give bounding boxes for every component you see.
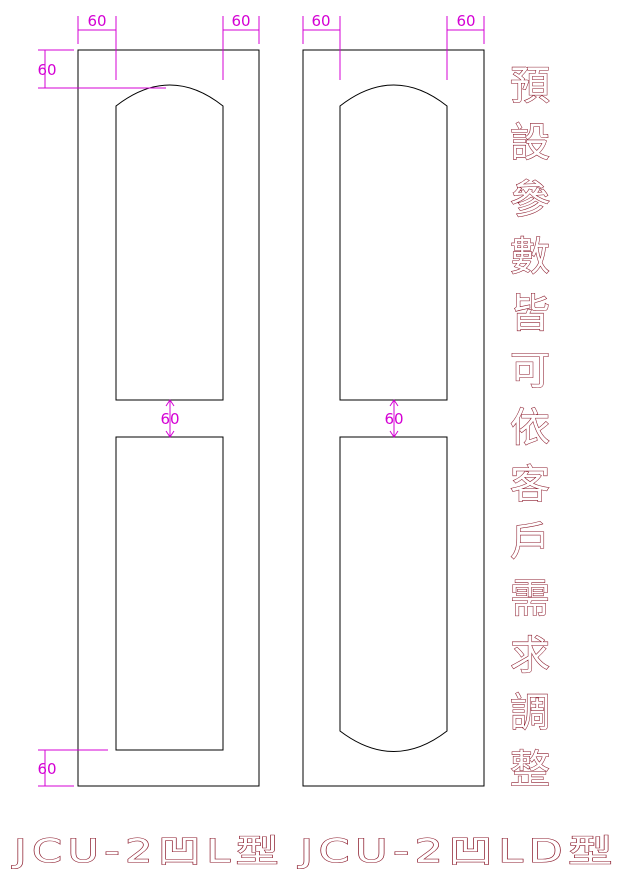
dimension-label-left-door-top-right: 60: [231, 12, 250, 30]
dimension-arrow: [389, 430, 399, 438]
right-door: [302, 49, 485, 787]
right-door-frame: [302, 49, 485, 787]
dimension-label-left-door-side-top: 60: [37, 61, 56, 79]
left-door-frame: [77, 49, 260, 787]
side-note-char: 預: [510, 63, 550, 109]
side-note-char: 依: [510, 405, 550, 451]
dimension-label-left-door-top-left: 60: [87, 12, 106, 30]
side-note-char: 求: [510, 633, 550, 679]
model-label-right: JCU-2凹LD型: [297, 832, 618, 870]
left-door-lower-panel: [115, 436, 224, 751]
right-door-lower-panel-arched: [339, 436, 448, 752]
side-note-char: 數: [510, 234, 550, 280]
dimension-label-right-door-top-left: 60: [311, 12, 330, 30]
side-note-char: 調: [510, 690, 550, 736]
dimension-arrow: [389, 399, 399, 407]
side-note-char: 皆: [510, 291, 550, 337]
left-door-upper-panel-arched: [115, 84, 224, 401]
right-door-top-dimensions: 60 60: [302, 12, 485, 80]
side-note-char: 設: [510, 120, 550, 166]
side-note-char: 參: [510, 177, 550, 223]
side-note-char: 需: [510, 576, 550, 622]
side-note-char: 戶: [510, 519, 550, 565]
left-side-dimensions: 60 60: [37, 49, 166, 787]
dimension-arrow: [165, 430, 175, 438]
dimension-label-right-door-middle: 60: [384, 410, 403, 428]
dimension-label-left-door-middle: 60: [160, 410, 179, 428]
left-door-top-dimensions: 60 60: [77, 12, 260, 80]
side-note-char: 客: [510, 462, 550, 508]
dimension-label-left-door-side-bottom: 60: [37, 760, 56, 778]
side-note-char: 可: [510, 348, 550, 394]
side-note-char: 整: [510, 747, 550, 793]
model-label-left: JCU-2凹L型: [11, 832, 284, 870]
middle-rail-dimensions: 60 60: [160, 399, 404, 438]
right-door-upper-panel-arched: [339, 84, 448, 401]
dimension-arrow: [165, 399, 175, 407]
dimension-label-right-door-top-right: 60: [456, 12, 475, 30]
